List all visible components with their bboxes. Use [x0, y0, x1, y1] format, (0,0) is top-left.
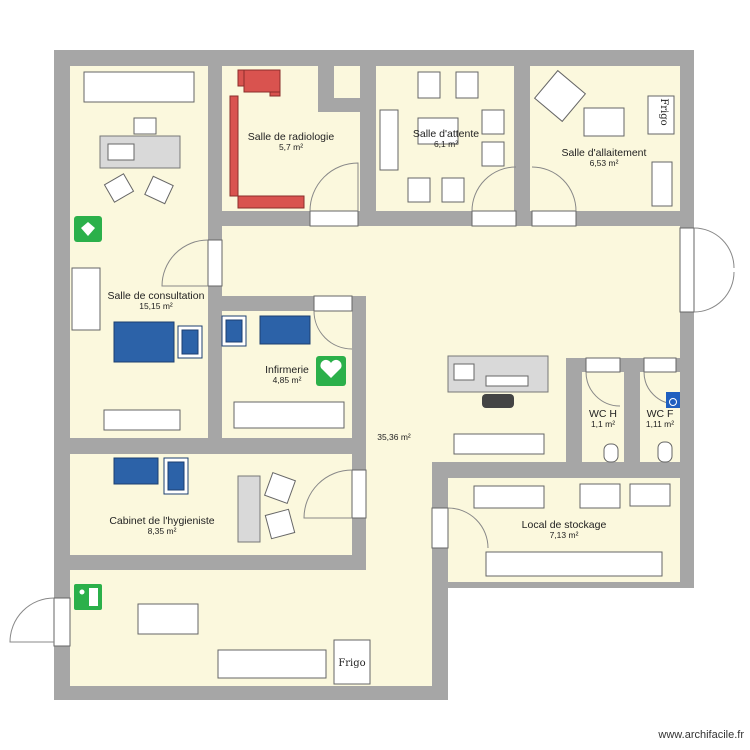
doors — [9, 162, 735, 647]
room-area-infirmerie: 4,85 m² — [273, 375, 302, 385]
room-area-consultation: 15,15 m² — [139, 301, 173, 311]
room-area-radiologie: 5,7 m² — [279, 142, 303, 152]
room-name-allaitement: Salle d'allaitement — [562, 147, 647, 159]
room-name-attente: Salle d'attente — [413, 128, 479, 140]
room-name-infirmerie: Infirmerie — [265, 364, 309, 376]
room-name-hygieniste: Cabinet de l'hygieniste — [109, 515, 214, 527]
aed-icon — [316, 356, 346, 386]
room-area-allaitement: 6,53 m² — [590, 158, 619, 168]
room-name-wc-f: WC F — [647, 408, 674, 420]
room-area-stockage: 7,13 m² — [550, 530, 579, 540]
aed-icon — [74, 216, 102, 242]
room-name-wc-h: WC H — [589, 408, 617, 420]
room-labels: Salle de consultation 15,15 m² Salle de … — [108, 128, 675, 540]
furniture — [71, 66, 675, 685]
room-area-attente: 6,1 m² — [434, 139, 458, 149]
floor-hygieniste — [70, 454, 352, 555]
room-name-consultation: Salle de consultation — [108, 290, 205, 302]
room-area-wc-f: 1,11 m² — [646, 419, 674, 429]
room-area-hygieniste: 8,35 m² — [148, 526, 177, 536]
floor-hall — [70, 226, 680, 686]
room-area-hall: 35,36 m² — [377, 432, 411, 442]
room-area-wc-h: 1,1 m² — [591, 419, 615, 429]
wheelchair-icon — [666, 392, 680, 408]
room-name-stockage: Local de stockage — [522, 519, 607, 531]
room-name-radiologie: Salle de radiologie — [248, 131, 335, 143]
fridge-label: Frigo — [338, 658, 365, 669]
emergency-exit-icon — [74, 584, 102, 610]
fridge-label: Frigo — [658, 98, 669, 125]
watermark: www.archifacile.fr — [657, 729, 744, 741]
